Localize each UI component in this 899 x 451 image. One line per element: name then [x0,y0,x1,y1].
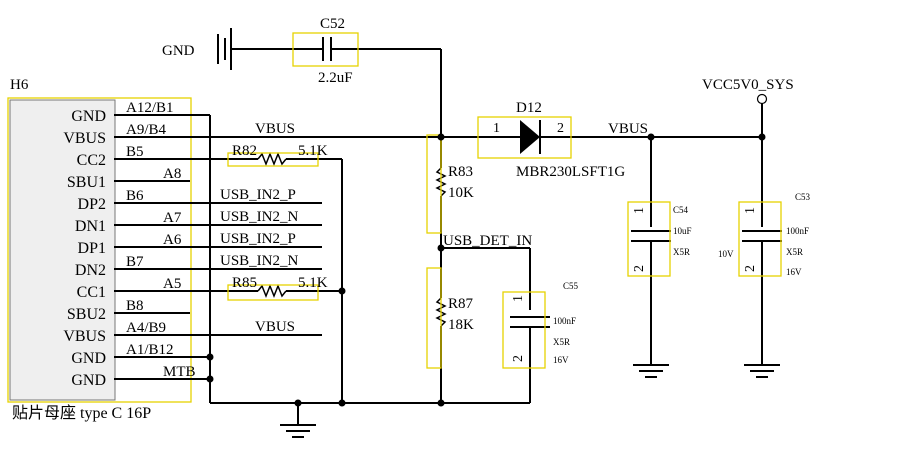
c54-ref: C54 [673,205,689,215]
gnd-symbol-top [217,28,300,70]
c55-dielectric: X5R [553,337,570,347]
pin-number: A8 [163,166,181,182]
r83-ref: R83 [448,164,473,180]
c53-dielectric: X5R [786,247,803,257]
capacitor-c53 [738,137,782,365]
net-usb-in2-n-1: USB_IN2_N [220,209,299,225]
connector-highlight [7,97,192,403]
connector-pin-numbers: A12/B1A9/B4B5A8B6A7A6B7A5B8A4/B9A1/B12MT… [126,100,196,380]
vcc-label: VCC5V0_SYS [702,77,794,93]
pin-name: VBUS [63,130,106,147]
capacitor-c54 [627,137,671,365]
d12-part: MBR230LSFT1G [516,164,625,180]
vbus-net-label-2: VBUS [255,319,295,335]
connector-caption: 贴片母座 type C 16P [12,404,151,422]
c53-value: 100nF [786,226,809,236]
c52-value: 2.2uF [318,70,353,86]
c54-pin1: 1 [632,207,647,214]
net-usb-in2-p-2: USB_IN2_P [220,231,296,247]
d12-pin2: 2 [557,121,564,136]
vcc-symbol [756,93,768,105]
c53-pin1: 1 [743,207,758,214]
gnd-symbol-bottom [280,424,316,438]
pin-name: DP1 [78,240,106,257]
vbus-out-label: VBUS [608,121,648,137]
pin-number: B6 [126,188,144,204]
pin-name: GND [71,350,106,367]
pin-number: MTB [163,364,196,380]
pin-name: GND [71,372,106,389]
pin-name: DN1 [75,218,106,235]
c53-ref: C53 [795,192,811,202]
pin-number: A9/B4 [126,122,167,138]
r87-ref: R87 [448,296,474,312]
pin-name: SBU1 [67,174,106,191]
d12-pin1: 1 [493,121,500,136]
resistor-r83 [426,134,447,268]
pin-name: CC2 [77,152,106,169]
pin-number: A1/B12 [126,342,174,358]
pin-number: A7 [163,210,182,226]
gnd-symbol-c53 [744,364,780,378]
d12-ref: D12 [516,100,542,116]
r82-ref: R82 [232,143,257,159]
c54-pin2: 2 [632,265,647,272]
pin-name: DP2 [78,196,106,213]
c52-ref: C52 [320,16,345,32]
c54-dielectric: X5R [673,247,690,257]
connector-pin-names: GNDVBUSCC2SBU1DP2DN1DP1DN2CC1SBU2VBUSGND… [63,108,106,389]
pin-number: A6 [163,232,182,248]
pin-name: GND [71,108,106,125]
connector-body [9,99,116,401]
gnd-symbol-c54 [633,364,669,378]
pin-number: B7 [126,254,144,270]
c55-ref: C55 [563,281,579,291]
c55-value: 100nF [553,316,576,326]
c54-value: 10uF [673,226,692,236]
pin-number: B5 [126,144,144,160]
c55-voltage: 16V [553,355,569,365]
usb-det-in-label: USB_DET_IN [443,233,532,249]
pin-number: A4/B9 [126,320,166,336]
net-usb-in2-n-2: USB_IN2_N [220,253,299,269]
r87-value: 18K [448,317,474,333]
gnd-bus [114,114,766,425]
c53-voltage: 16V [786,267,802,277]
pin-name: DN2 [75,262,106,279]
r82-value: 5.1K [298,143,328,159]
r85-ref: R85 [232,275,257,291]
connector-ref: H6 [10,77,29,93]
vbus-net-label: VBUS [255,121,295,137]
pin-name: CC1 [77,284,106,301]
pin-number: A12/B1 [126,100,174,116]
pin-number: B8 [126,298,144,314]
r85-value: 5.1K [298,275,328,291]
cc-and-data-nets [114,151,342,336]
c55-pin2: 2 [511,355,526,362]
c54-voltage: 10V [718,249,734,259]
c53-pin2: 2 [743,265,758,272]
resistor-r87 [426,267,447,403]
gnd-label-top: GND [162,43,195,59]
pin-name: VBUS [63,328,106,345]
c55-pin1: 1 [511,295,526,302]
pin-number: A5 [163,276,181,292]
net-usb-in2-p-1: USB_IN2_P [220,187,296,203]
pin-name: SBU2 [67,306,106,323]
r83-value: 10K [448,185,474,201]
capacitor-c55 [502,291,550,403]
capacitor-c52 [292,32,442,135]
